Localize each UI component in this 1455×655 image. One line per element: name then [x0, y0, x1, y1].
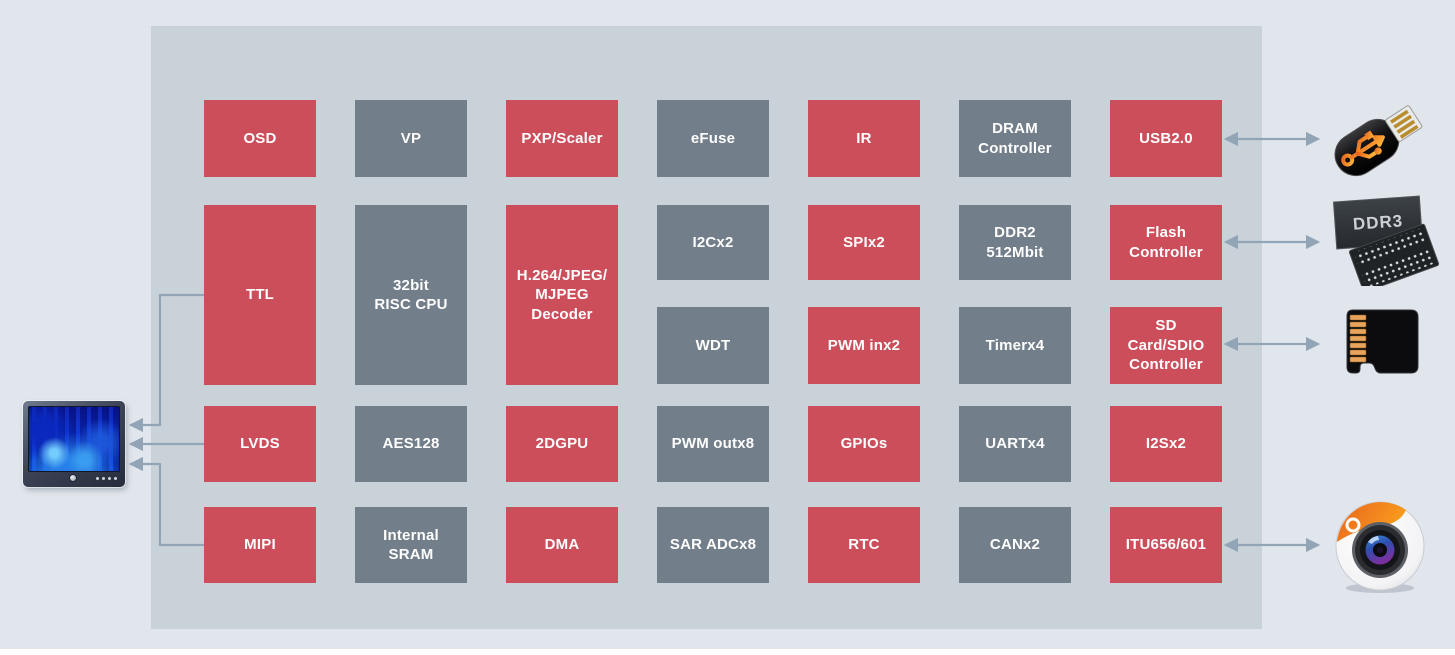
block-pwm-outx8: PWM outx8: [657, 406, 769, 482]
usb-flash-drive-icon: [1321, 92, 1433, 190]
block-label: OSD: [243, 129, 277, 147]
block-sar-adcx8: SAR ADCx8: [657, 507, 769, 583]
block-aes128: AES128: [355, 406, 467, 482]
block-sd-card-sdio-controller: SD Card/SDIO Controller: [1110, 307, 1222, 384]
monitor-bezel: [28, 472, 120, 485]
block-2dgpu: 2DGPU: [506, 406, 618, 482]
block-label: ITU656/601: [1125, 536, 1207, 554]
camera-icon: [1330, 496, 1430, 596]
block-label: VP: [400, 129, 422, 147]
block-ir: IR: [808, 100, 920, 177]
block-itu656-601: ITU656/601: [1110, 507, 1222, 583]
block-label: MIPI: [244, 536, 276, 554]
lcd-monitor-icon: [23, 401, 125, 487]
monitor-logo-icon: [69, 474, 77, 482]
block-lvds: LVDS: [204, 406, 316, 482]
block-label: TTL: [245, 286, 275, 304]
block-label: GPIOs: [840, 435, 888, 453]
micro-sd-card-icon: [1333, 306, 1425, 382]
block-internal-sram: Internal SRAM: [355, 507, 467, 583]
block-label: 2DGPU: [535, 435, 589, 453]
block-label: SAR ADCx8: [669, 536, 757, 554]
block-timerx4: Timerx4: [959, 307, 1071, 384]
block-label: USB2.0: [1139, 129, 1193, 147]
block-label: WDT: [695, 336, 731, 354]
block-label: PXP/Scaler: [521, 129, 603, 147]
block-label: LVDS: [240, 435, 280, 453]
block-osd: OSD: [204, 100, 316, 177]
block-label: 32bit RISC CPU: [374, 276, 448, 314]
block-label: SD Card/SDIO Controller: [1127, 317, 1205, 374]
block-label: Internal SRAM: [383, 526, 439, 564]
block-uartx4: UARTx4: [959, 406, 1071, 482]
block-label: DDR2 512Mbit: [986, 224, 1044, 261]
block-label: CANx2: [989, 536, 1041, 554]
block-ddr2-512mbit: DDR2 512Mbit: [959, 205, 1071, 280]
block-usb2-0: USB2.0: [1110, 100, 1222, 177]
block-label: UARTx4: [985, 435, 1045, 453]
block-label: PWM inx2: [827, 336, 901, 354]
block-gpios: GPIOs: [808, 406, 920, 482]
block-wdt: WDT: [657, 307, 769, 384]
block-label: IR: [856, 129, 872, 147]
block-canx2: CANx2: [959, 507, 1071, 583]
block-pwm-inx2: PWM inx2: [808, 307, 920, 384]
bottom-white-strip: [0, 649, 1455, 655]
block-label: Timerx4: [985, 336, 1045, 354]
block-flash-controller: Flash Controller: [1110, 205, 1222, 280]
ddr3-memory-icon: DDR3: [1328, 190, 1444, 293]
block-label: DMA: [544, 536, 580, 554]
block-ttl: TTL: [204, 205, 316, 385]
block-label: I2Sx2: [1145, 435, 1187, 453]
block-label: DRAM Controller: [978, 120, 1052, 157]
block-label: AES128: [382, 435, 440, 453]
ddr3-label: DDR3: [1352, 211, 1403, 233]
block-label: H.264/JPEG/ MJPEG Decoder: [516, 266, 608, 323]
monitor-buttons: [96, 477, 117, 480]
block-label: Flash Controller: [1129, 224, 1203, 261]
block-dma: DMA: [506, 507, 618, 583]
block-spix2: SPIx2: [808, 205, 920, 280]
block-32bit-risc-cpu: 32bit RISC CPU: [355, 205, 467, 385]
block-label: I2Cx2: [692, 233, 734, 251]
block-i2cx2: I2Cx2: [657, 205, 769, 280]
block-i2sx2: I2Sx2: [1110, 406, 1222, 482]
block-pxp-scaler: PXP/Scaler: [506, 100, 618, 177]
block-mipi: MIPI: [204, 507, 316, 583]
block-label: RTC: [848, 536, 880, 554]
block-efuse: eFuse: [657, 100, 769, 177]
block-dram-controller: DRAM Controller: [959, 100, 1071, 177]
block-label: eFuse: [690, 129, 736, 147]
block-vp: VP: [355, 100, 467, 177]
block-h-264-jpeg-mjpeg-decoder: H.264/JPEG/ MJPEG Decoder: [506, 205, 618, 385]
block-label: SPIx2: [843, 233, 885, 251]
monitor-screen: [28, 406, 120, 472]
block-rtc: RTC: [808, 507, 920, 583]
block-label: PWM outx8: [671, 435, 755, 453]
